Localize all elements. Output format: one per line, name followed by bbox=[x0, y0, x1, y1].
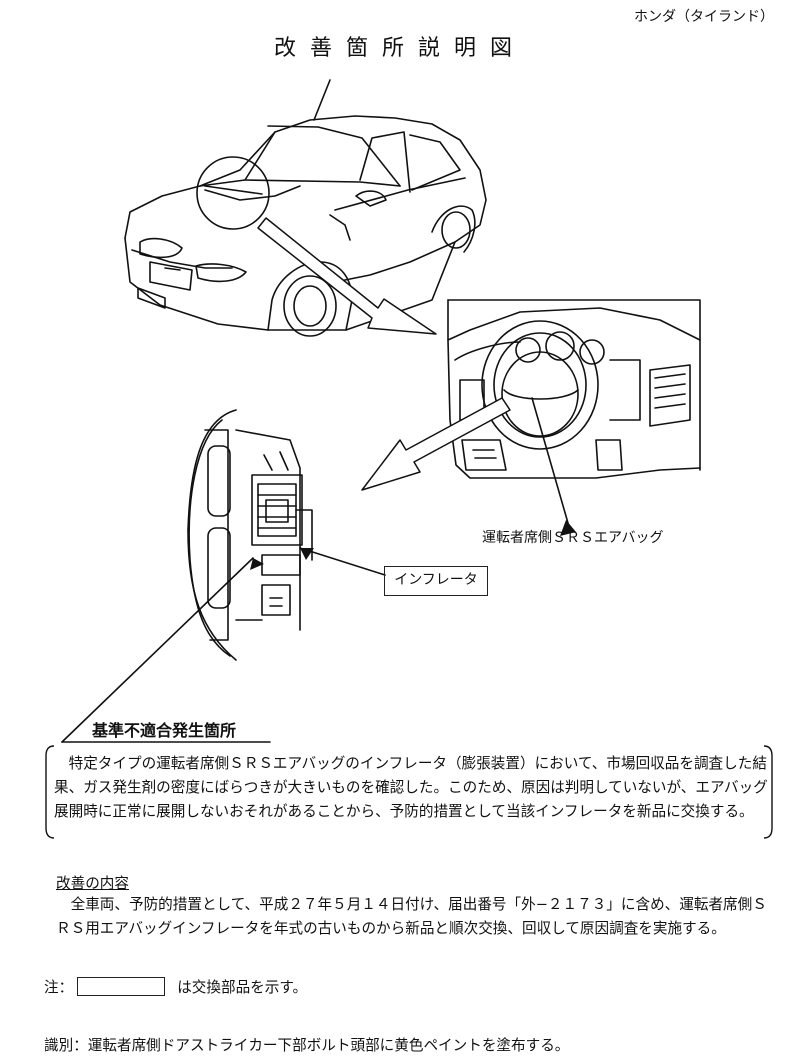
steering-section-drawing bbox=[187, 409, 313, 661]
remedy-description: 全車両、予防的措置として、平成２７年５月１４日付け、届出番号「外−２１７３」に含… bbox=[56, 896, 767, 937]
illustration bbox=[61, 79, 701, 743]
inflator-label-box: インフレータ bbox=[384, 566, 488, 596]
car-drawing bbox=[124, 79, 487, 337]
defect-bracket bbox=[45, 745, 773, 839]
note-suffix: は交換部品を示す。 bbox=[177, 979, 308, 996]
arrow-dashboard-to-section bbox=[361, 397, 511, 491]
dashboard-drawing bbox=[447, 299, 701, 531]
page-title: 改善箇所説明図 bbox=[273, 36, 526, 61]
note-prefix: 注： bbox=[44, 979, 74, 996]
company-name: ホンダ（タイランド） bbox=[634, 9, 774, 25]
identification-note: 識別：運転者席側ドアストライカー下部ボルト頭部に黄色ペイントを塗布する。 bbox=[44, 1037, 570, 1054]
defect-heading: 基準不適合発生箇所 bbox=[92, 721, 237, 740]
zoom-arrows bbox=[257, 217, 511, 491]
replacement-part-box bbox=[77, 977, 166, 996]
arrow-car-to-dashboard bbox=[257, 217, 437, 335]
note: 注： は交換部品を示す。 bbox=[44, 976, 307, 997]
defect-description: 特定タイプの運転者席側ＳＲＳエアバッグのインフレータ（膨張装置）において、市場回… bbox=[54, 755, 768, 820]
remedy-heading: 改善の内容 bbox=[56, 875, 129, 892]
driver-airbag-label: 運転者席側ＳＲＳエアバッグ bbox=[482, 530, 664, 546]
